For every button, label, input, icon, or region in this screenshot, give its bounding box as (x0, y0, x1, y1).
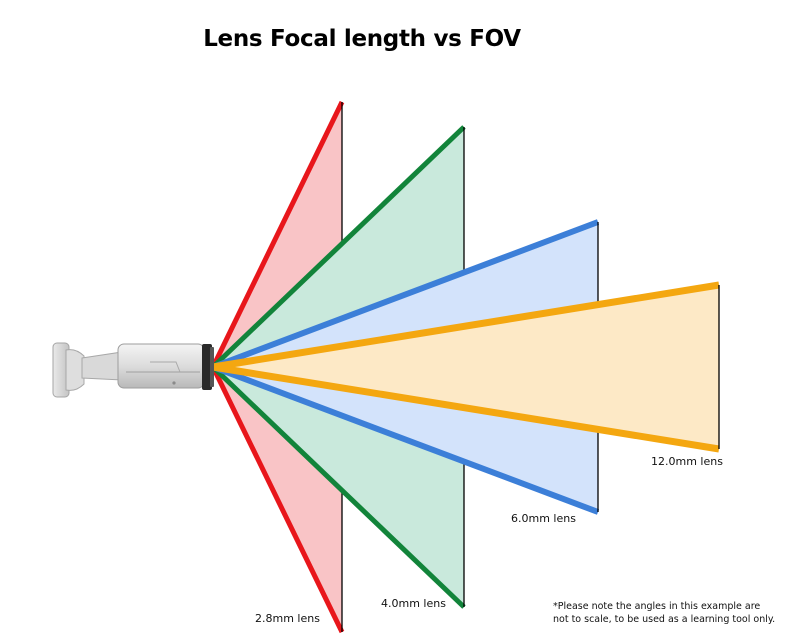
fov-edge-top-2-8mm (210, 100, 345, 369)
fov-cone-12-0mm (212, 281, 720, 453)
fov-edge-top-12-0mm (212, 281, 720, 371)
fov-edge-top-6-0mm (211, 219, 600, 370)
disclaimer-line-1: *Please note the angles in this example … (553, 601, 761, 612)
fov-edge-bottom-12-0mm (212, 363, 720, 453)
lens-label-2-8mm: 2.8mm lens (255, 612, 320, 625)
fov-edge-bottom-4-0mm (211, 365, 466, 609)
bullet-camera-icon (52, 342, 214, 398)
fov-edge-bottom-6-0mm (211, 364, 600, 515)
fov-edge-top-4-0mm (211, 125, 466, 369)
disclaimer-note: *Please note the angles in this example … (553, 600, 793, 626)
disclaimer-line-2: not to scale, to be used as a learning t… (553, 614, 776, 625)
lens-label-4-0mm: 4.0mm lens (381, 597, 446, 610)
fov-edge-bottom-2-8mm (210, 365, 345, 634)
fov-fill-12-0mm (213, 285, 719, 449)
lens-label-12-0mm: 12.0mm lens (651, 455, 723, 468)
diagram-title: Lens Focal length vs FOV (203, 26, 521, 52)
lens-label-6-0mm: 6.0mm lens (511, 512, 576, 525)
